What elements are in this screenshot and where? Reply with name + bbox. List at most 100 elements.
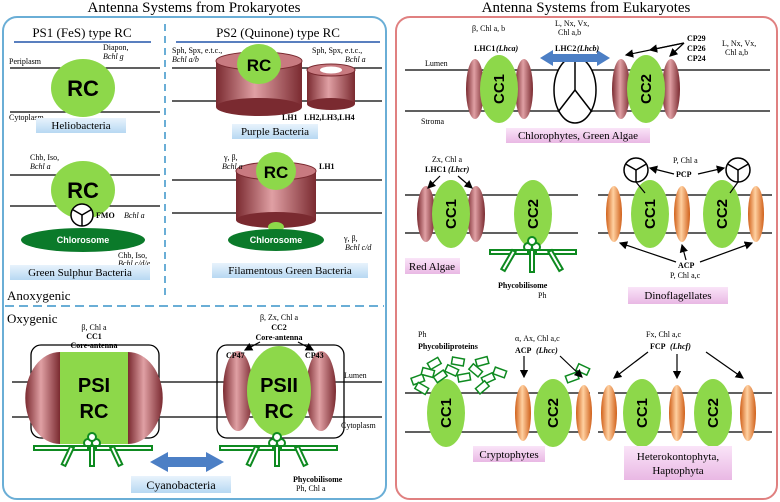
lhc1-label: LHC1	[474, 44, 495, 53]
gsb-chlorosome	[21, 228, 145, 252]
prokaryotes-title: Antenna Systems from Prokaryotes	[88, 0, 301, 16]
lhc2-trimer-icon	[553, 56, 597, 124]
dino-cc1-ellipse	[631, 180, 669, 248]
cp-pig-1: L, Nx, Vx,	[722, 39, 756, 48]
green-name-box	[506, 128, 650, 143]
gsb-rc-ellipse	[51, 161, 115, 219]
phycobilisome-right-icon	[219, 432, 338, 468]
cp-pig-2: Chl a,b	[725, 48, 748, 57]
fgb-pig-1: γ, β,	[223, 153, 238, 162]
cp26-label: CP26	[687, 44, 706, 53]
helio-cytoplasm: Cytoplasm	[9, 113, 44, 122]
green-stroma: Stroma	[421, 117, 445, 126]
fmo-trimer-icon	[70, 203, 94, 227]
acp-label: ACP	[678, 261, 695, 270]
fgb-pig-2: Bchl a	[222, 162, 243, 171]
cyanobacteria-diagram: PSI RC β, Chl a CC1 Core-antenna PSII RC…	[12, 313, 382, 493]
psi-label-1: PSI	[78, 375, 110, 397]
heterokontophyta-diagram: CC1 CC2 Fx, Chl a,c FCP (Lhcf) Heterokon…	[598, 330, 772, 480]
helio-name-box	[36, 118, 126, 133]
ps2-header: PS2 (Quinone) type RC	[216, 25, 340, 40]
helio-periplasm: Periplasm	[9, 57, 42, 66]
cc2-core: Core-antenna	[256, 333, 303, 342]
ps1-header: PS1 (FeS) type RC	[32, 25, 131, 40]
red-cc2-ellipse	[514, 180, 552, 248]
hetero-name-1: Heterokontophyta,	[637, 451, 719, 463]
gsb-chl-pig-1: Chb, Iso,	[118, 251, 147, 260]
cc1-core: Core-antenna	[71, 341, 118, 350]
helio-rc-label: RC	[67, 76, 99, 101]
cyano-name: Cyanobacteria	[146, 478, 216, 492]
crypto-cc1-ellipse	[427, 379, 465, 447]
purple-pig-left-2: Bchl a/b	[172, 55, 199, 64]
red-cc1-label: CC1	[443, 199, 460, 229]
fcp-label: FCP	[650, 342, 666, 351]
crypto-pp-pig: Ph	[418, 330, 426, 339]
anoxygenic-label: Anoxygenic	[7, 288, 71, 303]
dinoflagellates-diagram: CC1 CC2 P, Chl a PCP ACP P, Chl a,c Dino…	[598, 156, 772, 304]
heliobacteria-diagram: RC Diapon, Bchl g Periplasm Cytoplasm He…	[9, 43, 160, 133]
gsb-rc-label: RC	[67, 178, 99, 203]
green-sulphur-diagram: RC Chb, Iso, Bchl a FMO Bchl a Chlorosom…	[10, 153, 160, 280]
purple-rc-label: RC	[247, 56, 272, 75]
phycobilisome-left-icon	[33, 432, 153, 468]
pcp-pig: P, Chl a	[673, 156, 698, 165]
psi-antenna-left	[25, 352, 61, 444]
purple-pig-right-1: Sph, Spx, e.t.c.,	[312, 46, 362, 55]
cp43-label: CP43	[305, 351, 324, 360]
crypto-cc1-label: CC1	[438, 398, 455, 428]
cp29-label: CP29	[687, 34, 706, 43]
lhc1-pig: β, Chl a, b	[472, 24, 505, 33]
green-lumen: Lumen	[425, 59, 448, 68]
cyano-lumen: Lumen	[344, 371, 367, 380]
purple-pig-right-2: Bchl a	[345, 55, 366, 64]
gsb-chlorosome-label: Chlorosome	[57, 235, 110, 245]
fgb-chlorosome	[228, 229, 324, 251]
red-algae-diagram: CC1 CC2 Zx, Chl a LHC1 (Lhcr) Phycobilis…	[405, 155, 578, 300]
psi-label-2: RC	[80, 401, 109, 423]
fgb-chl-pig-1: γ, β,	[343, 234, 358, 243]
green-cc1-ellipse	[480, 55, 518, 123]
red-name-box	[405, 258, 460, 274]
crypto-acp-pig: α, Ax, Chl a,c	[515, 334, 560, 343]
green-name: Chlorophytes, Green Algae	[518, 130, 638, 142]
pcp-trimer-left-icon	[623, 157, 649, 183]
lhc1-italic: (Lhca)	[496, 44, 519, 53]
purple-bacteria-diagram: RC Sph, Spx, e.t.c., Bchl a/b Sph, Spx, …	[172, 44, 382, 139]
red-cc2-label: CC2	[525, 199, 542, 229]
gsb-pigments-1: Chb, Iso,	[30, 153, 59, 162]
purple-rc-ellipse	[237, 44, 281, 84]
purple-lh1: LH1	[282, 113, 298, 122]
fmo-label: FMO	[96, 211, 115, 220]
gsb-chl-pig-2: Bchl c/d/e	[118, 259, 151, 268]
dino-cc2-label: CC2	[714, 199, 731, 229]
cc1-label: CC1	[86, 332, 102, 341]
pcp-trimer-right-icon	[725, 157, 751, 183]
red-name: Red Algae	[409, 261, 455, 273]
crypto-name-box	[473, 446, 545, 462]
dino-name: Dinoflagellates	[644, 290, 711, 302]
lhc2-pig-1: L, Nx, Vx,	[555, 19, 589, 28]
fgb-name: Filamentous Green Bacteria	[228, 265, 352, 277]
helio-pigments-2: Bchl g	[103, 52, 124, 61]
purple-name: Purple Bacteria	[241, 126, 309, 138]
hetero-cc1-ellipse	[623, 379, 661, 447]
oxygenic-label: Oxygenic	[7, 311, 58, 326]
fcp-italic: (Lhcf)	[670, 342, 691, 351]
cyano-phycobilisome: Phycobilisome	[293, 475, 343, 484]
lhc2-double-arrow	[540, 50, 610, 66]
cp47-ellipse	[223, 351, 253, 431]
dino-name-box	[628, 287, 728, 304]
purple-lh234: LH2,LH3,LH4	[304, 113, 355, 122]
cryptophytes-diagram: CC1 CC2 Ph Phycobiliproteins α, Ax, Chl …	[405, 330, 592, 462]
crypto-cc2-ellipse	[534, 379, 572, 447]
psii-label-2: RC	[265, 401, 294, 423]
lhcr-label: LHC1	[425, 165, 446, 174]
green-cc1-label: CC1	[491, 74, 508, 104]
phycobiliproteins-icon	[410, 355, 591, 396]
psi-rc-rect	[60, 352, 128, 444]
acp-pig: P, Chl a,c	[670, 271, 701, 280]
green-cc2-ellipse	[627, 55, 665, 123]
